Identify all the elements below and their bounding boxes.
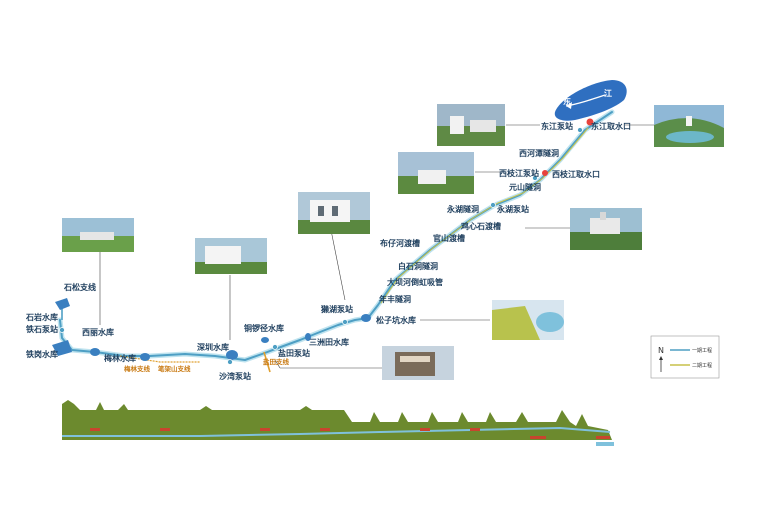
label-yuanshan-tunnel: 元山隧洞 xyxy=(509,182,541,192)
dongjiang-river: 东 江 xyxy=(554,80,627,121)
river-char-1: 东 xyxy=(563,96,571,106)
phase2-line xyxy=(380,127,589,304)
label-nianfeng-tunnel: 年丰隧洞 xyxy=(379,294,411,304)
shiyan-reservoir-shape xyxy=(55,298,70,310)
leader-lines xyxy=(99,124,655,369)
label-sanzhoutian-reservoir: 三洲田水库 xyxy=(309,337,349,347)
yantian-pump-node xyxy=(272,344,278,350)
label-xili-reservoir: 西丽水库 xyxy=(82,327,114,337)
phase1-line xyxy=(59,111,613,361)
photo-jinghu-pump xyxy=(298,192,370,234)
label-xizhijiang-intake: 西枝江取水口 xyxy=(552,169,600,179)
north-arrowhead-icon xyxy=(659,356,663,360)
shawan-pump-node xyxy=(227,359,233,365)
photo-xili-reservoir xyxy=(62,218,134,252)
label-jixinshi-aqueduct: 鸡心石渡槽 xyxy=(460,221,501,231)
profile-water-basin xyxy=(596,442,614,446)
legend-north: N xyxy=(658,346,664,355)
label-shenzhen-reservoir: 深圳水库 xyxy=(197,342,229,352)
nodes xyxy=(59,118,594,365)
station-labels: 东江取水口 东江泵站 西河潭隧洞 西枝江泵站 西枝江取水口 元山隧洞 永湖隧洞 … xyxy=(25,121,631,381)
photo-shenzhen-reservoir xyxy=(195,238,267,274)
label-dabahe-siphon: 大坝河倒虹吸管 xyxy=(387,277,443,287)
river-flow-arrowhead xyxy=(566,102,572,109)
river-char-2: 江 xyxy=(604,88,612,98)
legend-phase1-label: 一期工程 xyxy=(692,347,712,354)
yantian-branch-line xyxy=(263,351,271,373)
label-baishidong-tunnel: 白石洞隧洞 xyxy=(398,261,438,271)
label-dongjiang-pump: 东江泵站 xyxy=(541,121,573,131)
label-jinghu-pump: 獭湖泵站 xyxy=(320,304,353,314)
legend: N 一期工程 二期工程 xyxy=(650,335,720,379)
label-bijiashan-branch: 笔架山支线 xyxy=(158,364,191,373)
label-tiegang-reservoir: 铁岗水库 xyxy=(26,349,58,359)
photo-dongjiang-pump xyxy=(437,104,505,146)
songzikeng-reservoir-shape xyxy=(361,314,371,322)
profile-water-line xyxy=(62,426,611,437)
tongluojing-reservoir-shape xyxy=(261,337,269,343)
shenzhen-reservoir-shape xyxy=(226,350,238,360)
label-buzaihe-aqueduct: 布仔河渡槽 xyxy=(379,238,420,248)
photo-yantian-pump xyxy=(382,346,454,380)
label-xizhijiang-pump: 西枝江泵站 xyxy=(499,168,539,178)
meilin-reservoir-shape xyxy=(140,353,150,361)
longitudinal-profile xyxy=(62,400,614,446)
dongjiang-pump-node xyxy=(577,127,583,133)
xizhijiang-pump-node xyxy=(532,175,538,181)
label-xihetan-tunnel: 西河潭隧洞 xyxy=(519,148,559,158)
photo-songzikeng xyxy=(492,300,564,340)
xili-reservoir-shape xyxy=(90,348,100,356)
xizhijiang-intake-node xyxy=(542,170,548,176)
sanzhoutian-reservoir-shape xyxy=(305,333,311,341)
label-yantian-pump: 盐田泵站 xyxy=(278,348,310,358)
yonghu-pump-node xyxy=(490,202,496,208)
label-yonghu-pump: 永湖泵站 xyxy=(496,204,529,214)
legend-phase2-label: 二期工程 xyxy=(692,362,712,369)
label-dongjiang-intake: 东江取水口 xyxy=(591,121,631,131)
label-yonghu-tunnel: 永湖隧洞 xyxy=(446,204,479,214)
tiegang-reservoir-shape xyxy=(52,340,72,356)
tieshi-pump-node xyxy=(59,327,65,333)
label-tongluojing-reservoir: 铜锣径水库 xyxy=(244,323,284,333)
photo-xizhijiang-pump xyxy=(398,152,474,194)
river-shape xyxy=(554,80,627,121)
meilin-branch-line xyxy=(119,355,200,363)
dongjiang-intake-node xyxy=(586,118,594,126)
profile-annotation-boxes xyxy=(90,428,610,439)
label-songzikeng-reservoir: 松子坑水库 xyxy=(376,315,416,325)
label-meilin-branch: 梅林支线 xyxy=(124,364,151,373)
label-shiyan-reservoir: 石岩水库 xyxy=(25,312,58,322)
label-shawan-pump: 沙湾泵站 xyxy=(219,371,251,381)
label-meilin-reservoir: 梅林水库 xyxy=(104,353,136,363)
label-shisong-branch: 石松支线 xyxy=(63,282,96,292)
reservoirs xyxy=(52,298,371,361)
photo-dongjiang-intake xyxy=(654,105,724,147)
label-tieshi-pump: 铁石泵站 xyxy=(26,324,58,334)
jinghu-pump-node xyxy=(342,319,348,325)
photo-yonghu-pump xyxy=(570,208,642,250)
legend-box xyxy=(650,335,720,379)
label-guanshan-aqueduct: 官山渡槽 xyxy=(433,233,465,243)
label-yantian-branch: 盐田支线 xyxy=(263,357,290,366)
main-route xyxy=(57,109,615,373)
